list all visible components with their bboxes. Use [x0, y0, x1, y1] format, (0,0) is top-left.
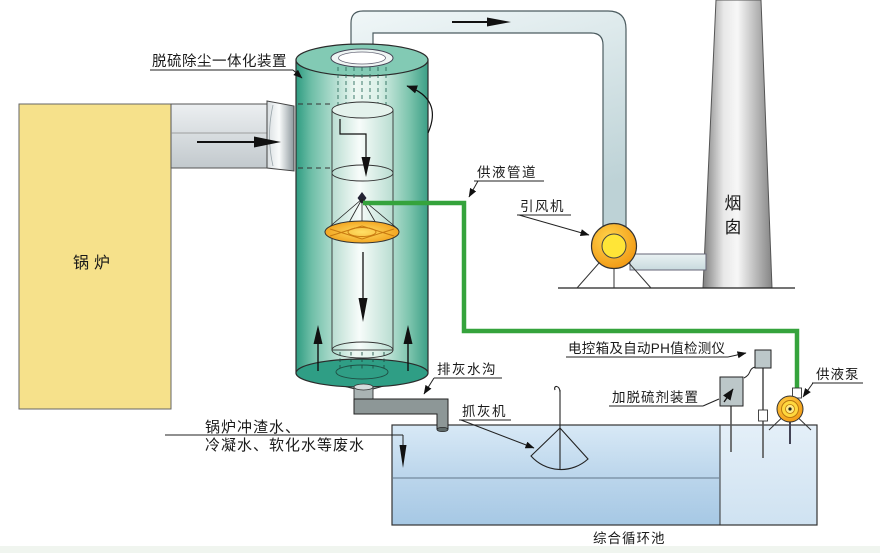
- spray-nozzle: [324, 192, 400, 244]
- duct-end-panel: [266, 100, 295, 172]
- circulation-pool: [391, 424, 818, 526]
- recirculation-arrow: [406, 85, 433, 134]
- duct-flow-arrow: [452, 17, 511, 27]
- upflow-arrows: [313, 325, 413, 371]
- gas-path-arrow: [339, 119, 371, 177]
- annotations: 脱硫除尘一体化装置 供液管道 引风机 排灰水沟 锅炉冲渣水、 冷凝水、软化水等废…: [150, 53, 863, 546]
- ash-drain-label: 排灰水沟: [437, 362, 497, 377]
- circulation-pool-label: 综合循环池: [593, 531, 666, 546]
- supply-pump: [768, 387, 812, 444]
- boiler-duct: [170, 100, 295, 172]
- waste-water-label-line1: 锅炉冲渣水、: [205, 419, 301, 436]
- control-box-label: 电控箱及自动PH值检测仪: [568, 341, 726, 356]
- induced-draft-fan: [590, 222, 638, 270]
- boiler: 锅炉: [18, 103, 172, 410]
- supply-pump-label: 供液泵: [816, 367, 860, 382]
- probe-float: [758, 409, 768, 422]
- waste-water-label-line2: 冷凝水、软化水等废水: [205, 436, 365, 454]
- waste-water-inflow: [165, 434, 407, 468]
- dosing-device: [719, 376, 744, 452]
- ash-grabber: [530, 385, 589, 471]
- ph-control-box: [743, 349, 772, 458]
- ash-grabber-label: 抓灰机: [462, 404, 507, 419]
- inlet-flow-arrow: [197, 136, 281, 148]
- bottom-strip: [0, 546, 880, 553]
- ash-drain-channel: [353, 383, 449, 433]
- flue-gas-duct: [350, 10, 627, 231]
- downflow-arrow: [358, 252, 368, 322]
- supply-pipe-label: 供液管道: [477, 165, 537, 180]
- inner-tube-hidden-bottom: [335, 352, 389, 380]
- fan-to-chimney-duct: [629, 253, 707, 271]
- dosing-device-label: 加脱硫剂装置: [612, 390, 699, 405]
- chimney: 烟囱: [702, 0, 773, 289]
- integrated-device-label: 脱硫除尘一体化装置: [152, 53, 287, 70]
- liquid-supply-pipe: [363, 200, 800, 390]
- boiler-label: 锅炉: [73, 254, 115, 272]
- chimney-label: 烟囱: [722, 194, 742, 242]
- fan-label: 引风机: [520, 199, 565, 214]
- desulfurization-tower: [295, 43, 433, 390]
